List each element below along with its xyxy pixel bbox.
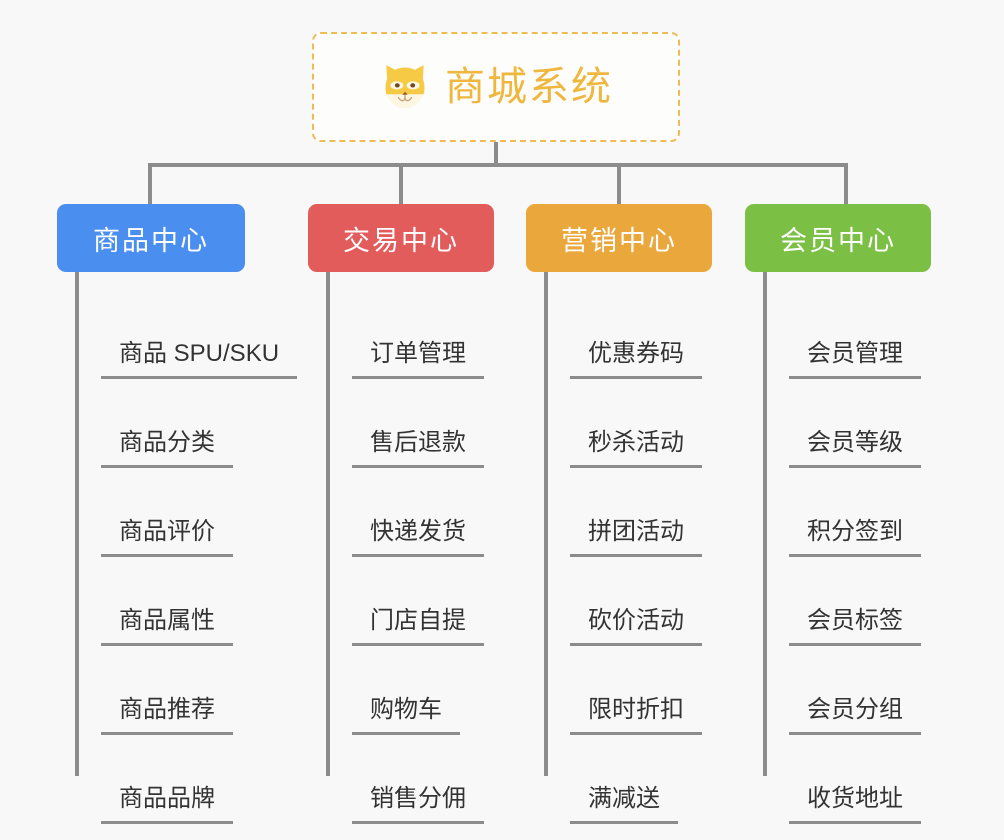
connector-drop-branch-2 [399, 163, 403, 206]
branch-header-1[interactable]: 商品中心 [57, 204, 245, 272]
leaf-label: 限时折扣 [570, 696, 702, 735]
leaf-label: 砍价活动 [570, 607, 702, 646]
connector-drop-branch-3 [617, 163, 621, 206]
root-node[interactable]: 商城系统 [312, 32, 680, 142]
shiba-dog-face-icon [385, 65, 425, 109]
leaf-item[interactable]: 商品属性 [75, 557, 245, 646]
leaf-label: 会员管理 [789, 340, 921, 379]
branch-header-2[interactable]: 交易中心 [308, 204, 494, 272]
leaf-label: 快递发货 [352, 518, 484, 557]
leaf-item[interactable]: 收货地址 [763, 735, 931, 824]
connector-drop-branch-1 [148, 163, 152, 206]
branch-header-3[interactable]: 营销中心 [526, 204, 712, 272]
leaf-label: 秒杀活动 [570, 429, 702, 468]
branch-header-label: 营销中心 [561, 225, 677, 256]
leaf-item[interactable]: 满减送 [544, 735, 712, 824]
leaf-item[interactable]: 拼团活动 [544, 468, 712, 557]
leaf-label: 售后退款 [352, 429, 484, 468]
leaf-item[interactable]: 售后退款 [326, 379, 494, 468]
connector-horizontal-bus [148, 163, 848, 167]
leaf-item[interactable]: 商品品牌 [75, 735, 245, 824]
leaf-item[interactable]: 积分签到 [763, 468, 931, 557]
leaf-item[interactable]: 商品评价 [75, 468, 245, 557]
leaf-label: 商品属性 [101, 607, 233, 646]
branch-column-1: 商品中心 商品 SPU/SKU 商品分类 商品评价 商品属性 商品推荐 商品品牌 [57, 204, 298, 824]
leaf-label: 会员等级 [789, 429, 921, 468]
leaf-label: 商品分类 [101, 429, 233, 468]
leaf-item[interactable]: 会员管理 [763, 290, 931, 379]
leaf-item[interactable]: 会员等级 [763, 379, 931, 468]
leaf-label: 商品 SPU/SKU [101, 340, 298, 379]
leaf-label: 会员分组 [789, 696, 921, 735]
leaf-label: 收货地址 [789, 785, 921, 824]
leaf-label: 商品品牌 [101, 785, 233, 824]
leaf-label: 满减送 [570, 785, 678, 824]
leaf-item[interactable]: 商品 SPU/SKU [75, 290, 298, 379]
branch-column-2: 交易中心 订单管理 售后退款 快递发货 门店自提 购物车 销售分佣 [308, 204, 494, 824]
leaf-item[interactable]: 购物车 [326, 646, 494, 735]
leaf-spine [763, 272, 767, 776]
leaf-item[interactable]: 优惠券码 [544, 290, 712, 379]
leaf-label: 门店自提 [352, 607, 484, 646]
branch-header-label: 交易中心 [343, 225, 459, 256]
leaf-list-1: 商品 SPU/SKU 商品分类 商品评价 商品属性 商品推荐 商品品牌 [75, 272, 298, 824]
leaf-label: 商品评价 [101, 518, 233, 557]
branch-column-4: 会员中心 会员管理 会员等级 积分签到 会员标签 会员分组 收货地址 [745, 204, 931, 824]
leaf-item[interactable]: 门店自提 [326, 557, 494, 646]
leaf-label: 会员标签 [789, 607, 921, 646]
leaf-item[interactable]: 快递发货 [326, 468, 494, 557]
connector-drop-branch-4 [844, 163, 848, 206]
leaf-label: 商品推荐 [101, 696, 233, 735]
leaf-item[interactable]: 限时折扣 [544, 646, 712, 735]
leaf-label: 订单管理 [352, 340, 484, 379]
leaf-list-4: 会员管理 会员等级 积分签到 会员标签 会员分组 收货地址 [763, 272, 931, 824]
leaf-item[interactable]: 砍价活动 [544, 557, 712, 646]
leaf-spine [326, 272, 330, 776]
leaf-item[interactable]: 商品分类 [75, 379, 245, 468]
leaf-item[interactable]: 秒杀活动 [544, 379, 712, 468]
leaf-list-2: 订单管理 售后退款 快递发货 门店自提 购物车 销售分佣 [326, 272, 494, 824]
leaf-item[interactable]: 会员分组 [763, 646, 931, 735]
leaf-label: 积分签到 [789, 518, 921, 557]
leaf-item[interactable]: 订单管理 [326, 290, 494, 379]
leaf-item[interactable]: 销售分佣 [326, 735, 494, 824]
root-node-label: 商城系统 [445, 65, 613, 109]
leaf-label: 拼团活动 [570, 518, 702, 557]
leaf-item[interactable]: 会员标签 [763, 557, 931, 646]
connector-root-stem [494, 142, 498, 165]
branch-header-label: 会员中心 [780, 225, 896, 256]
leaf-spine [75, 272, 79, 776]
leaf-spine [544, 272, 548, 776]
leaf-label: 销售分佣 [352, 785, 484, 824]
leaf-label: 购物车 [352, 696, 460, 735]
branch-header-4[interactable]: 会员中心 [745, 204, 931, 272]
leaf-item[interactable]: 商品推荐 [75, 646, 245, 735]
leaf-label: 优惠券码 [570, 340, 702, 379]
branch-header-label: 商品中心 [93, 225, 209, 256]
branch-column-3: 营销中心 优惠券码 秒杀活动 拼团活动 砍价活动 限时折扣 满减送 [526, 204, 712, 824]
leaf-list-3: 优惠券码 秒杀活动 拼团活动 砍价活动 限时折扣 满减送 [544, 272, 712, 824]
